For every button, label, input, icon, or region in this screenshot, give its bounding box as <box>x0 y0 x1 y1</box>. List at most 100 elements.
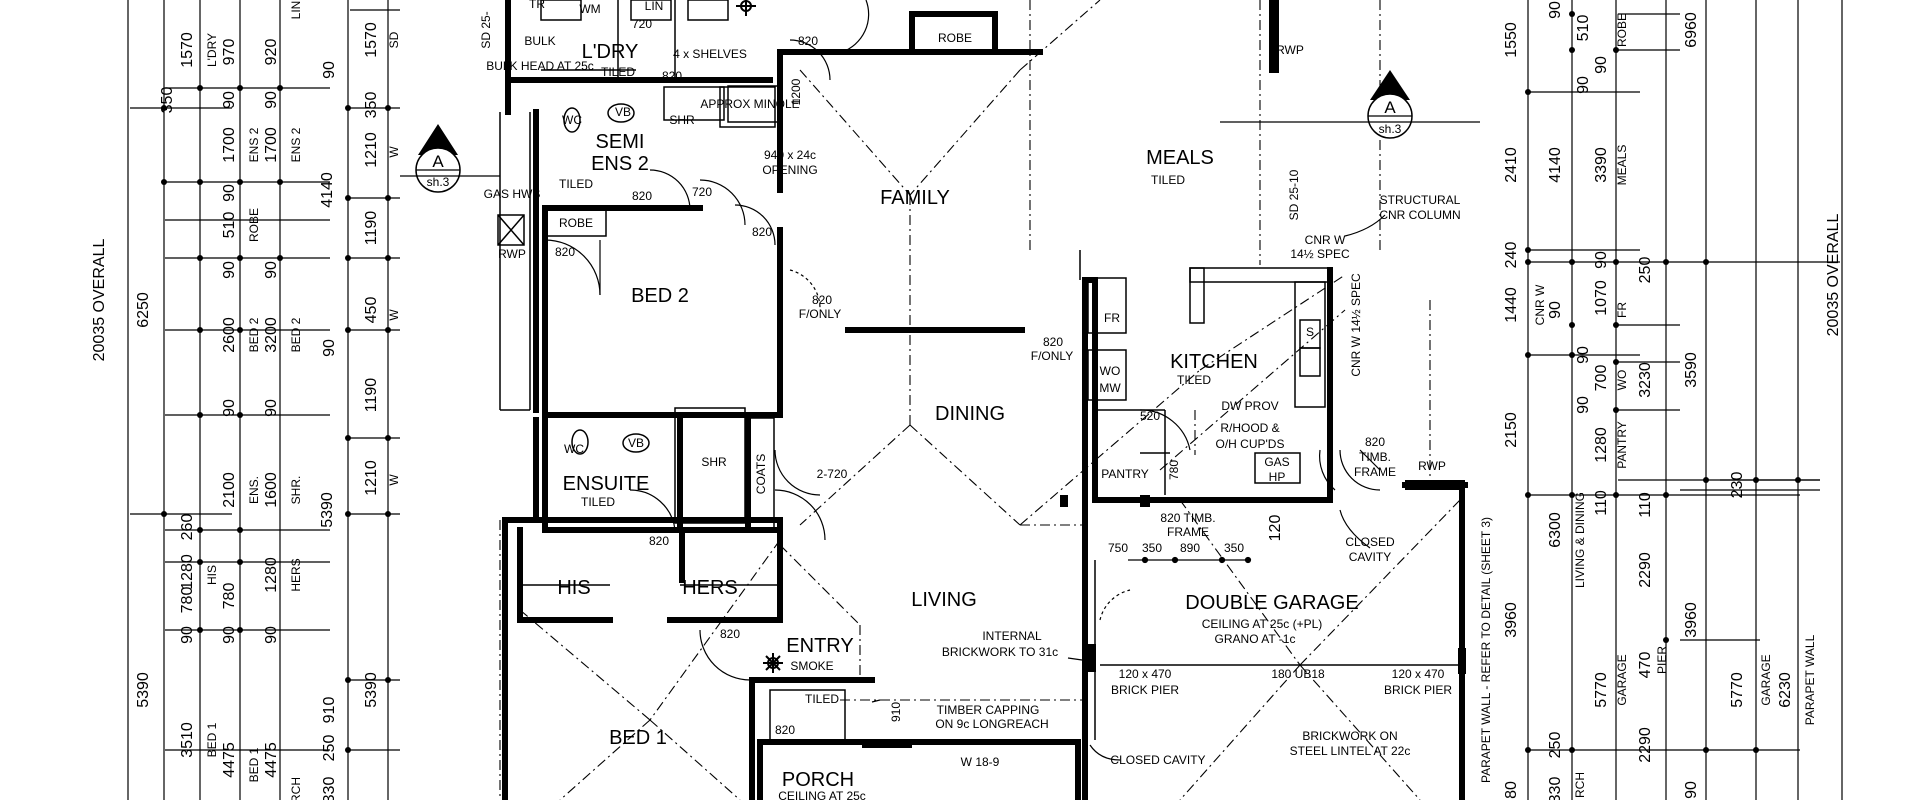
room-bed2: BED 2 <box>631 285 689 307</box>
dim-2290-a: 2290 <box>1637 552 1654 588</box>
lbl-cnrw-right: CNR W <box>1533 284 1547 325</box>
dim-250-left: 250 <box>321 735 338 762</box>
section-a-left: A <box>432 152 444 171</box>
brick-pier-l: 120 x 470 <box>1119 667 1172 681</box>
approx-minole: APPROX MINOLE <box>700 97 799 111</box>
lbl-bed2-b: BED 2 <box>289 317 303 352</box>
dim-1190-a: 1190 <box>363 211 380 246</box>
dim-3390: 3390 <box>1593 147 1610 183</box>
dim-3960-b: 3960 <box>1683 602 1700 638</box>
dim-90-e: 90 <box>263 261 280 279</box>
ub18: 180 UB18 <box>1271 667 1325 681</box>
lbl-pantry-right: PANTRY <box>1615 421 1629 469</box>
lbl-pier-right: PIER <box>1655 646 1669 674</box>
dim-780-b: 780 <box>179 587 196 614</box>
section-marker-right: A sh.3 <box>1220 70 1480 139</box>
room-shr-ens: SHR <box>701 455 727 469</box>
external-walls <box>502 0 1468 800</box>
door-820-ens: 820 <box>649 534 669 548</box>
dim-910-left: 910 <box>321 697 338 724</box>
door-820-ens2: 820 <box>632 189 652 203</box>
dim-350-a: 350 <box>1142 541 1162 555</box>
closed-cavity2: CAVITY <box>1349 550 1391 564</box>
dim-1070: 1070 <box>1593 280 1610 316</box>
bulkhead-text: BULK HEAD AT 25c <box>486 59 594 73</box>
dim-1550: 1550 <box>1503 22 1520 58</box>
brick-pier-l2: BRICK PIER <box>1111 683 1179 697</box>
room-porch: PORCH <box>782 769 854 791</box>
dim-1190-b: 1190 <box>363 378 380 413</box>
room-tr: TR <box>529 0 545 11</box>
lbl-w-a: W <box>387 146 401 158</box>
dim-6250: 6250 <box>135 292 152 328</box>
dim-510-left: 510 <box>221 212 238 239</box>
thin-walls-and-windows <box>497 0 1460 741</box>
brick-pier-r2: BRICK PIER <box>1384 683 1452 697</box>
door-720-ens2: 720 <box>692 185 712 199</box>
door-820-fonly2: 820 <box>1043 335 1063 349</box>
lbl-rch-right: RCH <box>1573 772 1587 798</box>
room-kitchen: KITCHEN <box>1170 351 1258 373</box>
dim-3200: 3200 <box>263 317 280 353</box>
dim-6230: 6230 <box>1777 672 1794 708</box>
dim-700: 700 <box>1593 365 1610 392</box>
garage-dim-line <box>1128 556 1252 564</box>
room-pantry: PANTRY <box>1101 467 1149 481</box>
lbl-hers-left: HERS <box>289 558 303 591</box>
room-robe-top: ROBE <box>938 31 972 45</box>
dim-90-r8: 90 <box>1683 781 1700 799</box>
dim-260: 260 <box>179 514 196 541</box>
door-2-720: 2-720 <box>817 467 848 481</box>
room-coats: COATS <box>754 454 768 494</box>
lbl-fr-right: FR <box>1615 302 1629 318</box>
room-gas-hp2: HP <box>1269 470 1286 484</box>
left-dimension-labels: 20035 OVERALL 6250 5390 1570 350 3510 12… <box>91 1 401 800</box>
dim-250-b: 250 <box>1547 732 1564 759</box>
dim-350: 350 <box>159 87 176 114</box>
lbl-ens-left: ENS. <box>247 476 261 504</box>
dw-prov: DW PROV <box>1221 399 1278 413</box>
room-kitchen-finish: TILED <box>1177 373 1211 387</box>
room-wc-top: WC <box>562 113 582 127</box>
dim-350-b: 350 <box>363 92 380 119</box>
room-living: LIVING <box>911 589 977 611</box>
cnr-w-vert: CNR W 14½ SPEC <box>1349 273 1363 377</box>
sd-25: SD 25- <box>479 11 493 48</box>
shelves-note: 4 x SHELVES <box>673 47 747 61</box>
dim-5770-b: 5770 <box>1729 672 1746 708</box>
lbl-his-left: HIS <box>205 565 219 585</box>
room-labels: L'DRY TILED WM LIN TR BULK BULK HEAD AT … <box>479 0 1493 800</box>
gas-hws: GAS HWS <box>484 187 541 201</box>
dim-240: 240 <box>1503 242 1520 269</box>
internal-brick: INTERNAL <box>982 629 1042 643</box>
rwp-left: RWP <box>498 247 526 261</box>
dim-90-d: 90 <box>221 261 238 279</box>
room-tiled-entry: TILED <box>805 692 839 706</box>
parapet: PARAPET WALL - REFER TO DETAIL (SHEET 3) <box>1479 517 1493 783</box>
lbl-bed1-b: BED 1 <box>247 747 261 782</box>
room-family: FAMILY <box>880 187 950 209</box>
section-sh3-right: sh.3 <box>1379 122 1402 136</box>
dim-2410: 2410 <box>1503 147 1520 183</box>
timber-capping: TIMBER CAPPING <box>937 703 1040 717</box>
dim-2150: 2150 <box>1503 412 1520 448</box>
lbl-meals-right: MEALS <box>1615 145 1629 186</box>
dim-450: 450 <box>363 297 380 324</box>
door-820-top: 820 <box>662 69 682 83</box>
rwp-right: RWP <box>1418 459 1446 473</box>
dim-90-r7: 90 <box>1575 396 1592 414</box>
dim-230: 230 <box>1729 472 1746 499</box>
opening-940: 940 x 24c <box>764 148 816 162</box>
dim-330-right: 330 <box>1547 777 1564 800</box>
dim-3960-a: 3960 <box>1503 602 1520 638</box>
lbl-robe-left: ROBE <box>247 208 261 242</box>
room-lin: LIN <box>645 0 664 13</box>
dim-90-r6: 90 <box>1575 346 1592 364</box>
dim-5390-right: 5390 <box>363 672 380 708</box>
rwp-top: RWP <box>1276 43 1304 57</box>
closed-cavity: CLOSED <box>1345 535 1395 549</box>
dim-510-right: 510 <box>1575 15 1592 42</box>
dim-2100: 2100 <box>221 472 238 508</box>
dim-4475-a: 4475 <box>221 742 238 778</box>
room-porch-ceiling: CEILING AT 25c <box>778 789 866 800</box>
